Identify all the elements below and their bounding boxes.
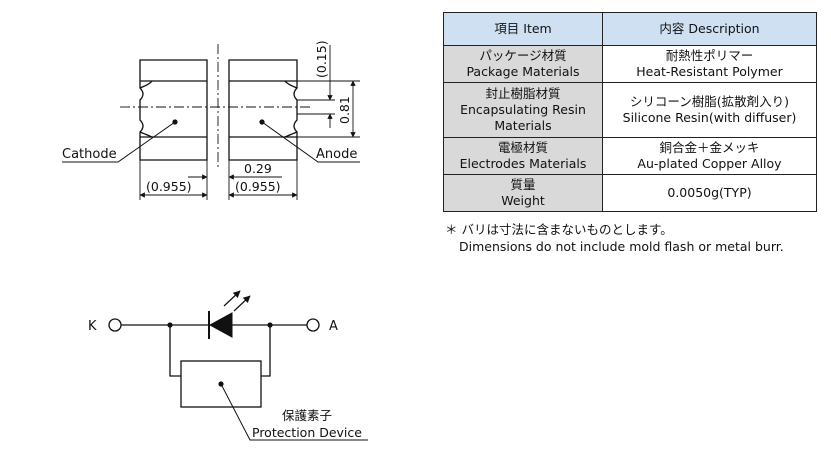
- a-terminal-label: A: [329, 319, 338, 334]
- row-item: 電極材質 Electrodes Materials: [443, 136, 603, 175]
- emission-arrows: [223, 290, 251, 312]
- row-item: パッケージ材質 Package Materials: [443, 44, 603, 84]
- package-outline: [139, 59, 298, 161]
- table-row: 封止樹脂材質 Encapsulating Resin Materials シリコ…: [443, 82, 817, 138]
- desc-en: Heat-Resistant Polymer: [636, 64, 783, 80]
- top-gap-dim: (0.15): [314, 40, 329, 78]
- desc-jp: シリコーン樹脂(拡散剤入り): [629, 93, 790, 109]
- right-width-dim: (0.955): [235, 179, 281, 194]
- table-row: 質量 Weight 0.0050g(TYP): [443, 173, 817, 213]
- item-jp: 電極材質: [497, 139, 548, 155]
- note-line-jp: ＊ バリは寸法に含まないものとします。: [445, 222, 673, 237]
- note-line-en: Dimensions do not include mold flash or …: [459, 239, 784, 254]
- junction-left: [167, 322, 173, 328]
- row-desc: 耐熱性ポリマー Heat-Resistant Polymer: [602, 44, 817, 84]
- diode-symbol: [208, 311, 233, 339]
- junction-right: [267, 322, 273, 328]
- row-item: 封止樹脂材質 Encapsulating Resin Materials: [443, 82, 603, 138]
- protection-en-label: Protection Device: [252, 425, 362, 440]
- header-item: 項目 Item: [443, 12, 603, 46]
- cathode-label: Cathode: [62, 147, 117, 162]
- item-en: Encapsulating Resin Materials: [460, 101, 586, 133]
- horizontal-dimensions: [139, 160, 298, 200]
- item-en: Package Materials: [466, 64, 580, 80]
- height-dim: 0.81: [337, 96, 352, 124]
- circuit-wires: [108, 318, 320, 408]
- item-en: Electrodes Materials: [459, 155, 587, 171]
- pad-leaders: [62, 121, 360, 163]
- item-jp: 質量: [510, 176, 536, 192]
- table-row: パッケージ材質 Package Materials 耐熱性ポリマー Heat-R…: [443, 44, 817, 84]
- row-item: 質量 Weight: [443, 173, 603, 213]
- dimension-note: ＊ バリは寸法に含まないものとします。 Dimensions do not in…: [445, 221, 784, 255]
- anode-label: Anode: [316, 147, 357, 162]
- row-desc: シリコーン樹脂(拡散剤入り) Silicone Resin(with diffu…: [602, 82, 817, 138]
- left-width-dim: (0.955): [146, 179, 192, 194]
- materials-table: 項目 Item 内容 Description パッケージ材質 Package M…: [443, 12, 817, 213]
- vertical-dimensions: [297, 45, 360, 138]
- row-desc: 0.0050g(TYP): [602, 173, 817, 213]
- desc-en: 0.0050g(TYP): [667, 184, 752, 200]
- protection-leader: [220, 383, 368, 441]
- row-desc: 銅合金＋金メッキ Au-plated Copper Alloy: [602, 136, 817, 175]
- table-row: 電極材質 Electrodes Materials 銅合金＋金メッキ Au-pl…: [443, 136, 817, 175]
- desc-jp: 銅合金＋金メッキ: [659, 139, 760, 155]
- protection-jp-label: 保護素子: [282, 408, 332, 423]
- header-description: 内容 Description: [602, 12, 817, 46]
- item-en: Weight: [501, 192, 545, 208]
- gap-width-dim: 0.29: [244, 161, 272, 176]
- item-jp: 封止樹脂材質: [485, 85, 561, 101]
- table-header-row: 項目 Item 内容 Description: [443, 12, 817, 46]
- k-terminal-label: K: [88, 319, 97, 334]
- center-lines: [120, 44, 312, 170]
- desc-en: Silicone Resin(with diffuser): [622, 109, 797, 125]
- item-jp: パッケージ材質: [479, 48, 567, 64]
- desc-jp: 耐熱性ポリマー: [665, 48, 754, 64]
- desc-en: Au-plated Copper Alloy: [637, 155, 782, 171]
